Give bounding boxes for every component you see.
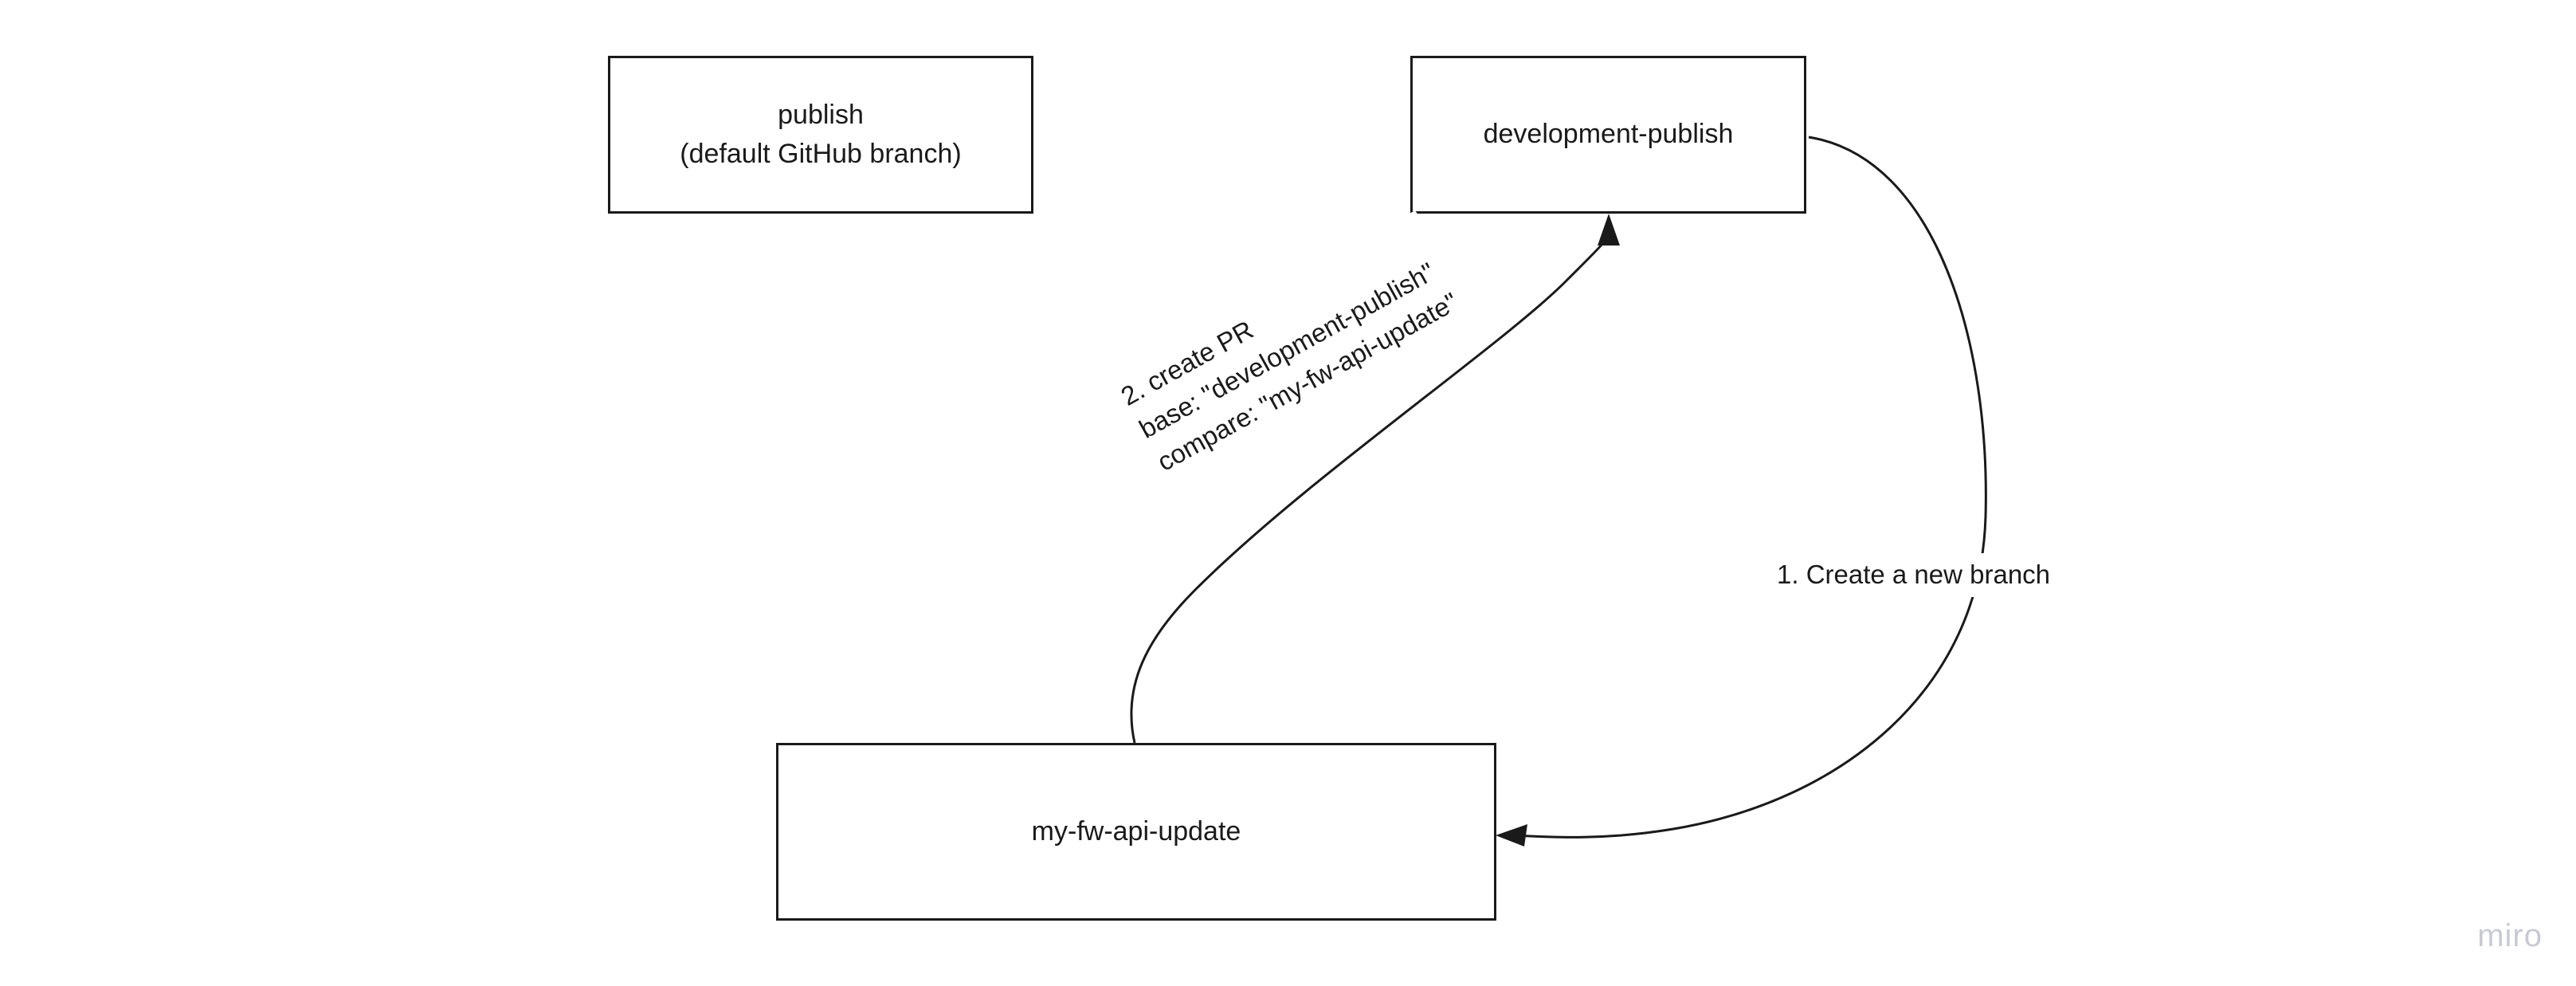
edge-create-branch[interactable] — [1496, 136, 1987, 847]
node-my-fw-api-update-label: my-fw-api-update — [1031, 815, 1241, 847]
edge-create-pr[interactable] — [1130, 214, 1620, 744]
node-publish[interactable]: publish (default GitHub branch) — [608, 56, 1033, 214]
node-my-fw-api-update[interactable]: my-fw-api-update — [776, 743, 1496, 921]
edge-create-branch-arrowhead — [1496, 824, 1527, 847]
edge-create-pr-path — [1130, 232, 1610, 744]
node-publish-label: publish (default GitHub branch) — [680, 99, 962, 169]
node-development-publish-label: development-publish — [1483, 119, 1734, 150]
node-development-publish[interactable]: development-publish — [1410, 56, 1806, 214]
edge-create-branch-path — [1515, 136, 1987, 839]
miro-watermark: miro — [2477, 918, 2543, 953]
edge-create-pr-arrowhead — [1598, 214, 1620, 246]
edge-label-create-branch[interactable]: 1. Create a new branch — [1770, 553, 2057, 597]
